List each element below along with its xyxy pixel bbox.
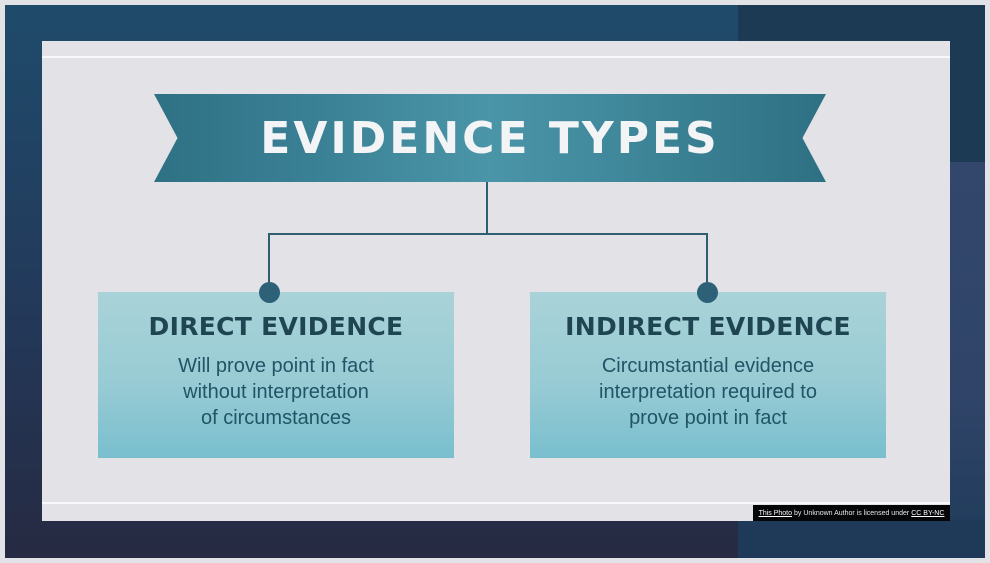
indirect-evidence-card: INDIRECT EVIDENCE Circumstantial evidenc…: [530, 292, 886, 458]
card-description: Will prove point in fact without interpr…: [178, 355, 374, 429]
slide-canvas: EVIDENCE TYPES DIRECT EVIDENCE Will prov…: [42, 41, 950, 521]
card-title: DIRECT EVIDENCE: [148, 312, 404, 341]
license-link[interactable]: CC BY-NC: [911, 509, 945, 517]
connector-vertical-trunk: [486, 182, 488, 234]
top-divider: [42, 56, 950, 58]
connector-horizontal: [268, 233, 708, 235]
title-ribbon: EVIDENCE TYPES: [154, 94, 826, 182]
image-attribution: This Photo by Unknown Author is licensed…: [753, 505, 950, 521]
connector-node-right: [697, 282, 718, 303]
photo-link[interactable]: This Photo: [758, 509, 793, 517]
connector-node-left: [259, 282, 280, 303]
page-title: EVIDENCE TYPES: [260, 112, 720, 164]
connector-right-drop: [706, 233, 708, 285]
connector-left-drop: [268, 233, 270, 285]
card-description: Circumstantial evidence interpretation r…: [599, 355, 817, 429]
attribution-text: by Unknown Author is licensed under: [794, 509, 910, 517]
card-title: INDIRECT EVIDENCE: [565, 312, 851, 341]
direct-evidence-card: DIRECT EVIDENCE Will prove point in fact…: [98, 292, 454, 458]
bottom-divider: [42, 502, 950, 504]
frame-panel-bottom-right: [738, 520, 985, 558]
